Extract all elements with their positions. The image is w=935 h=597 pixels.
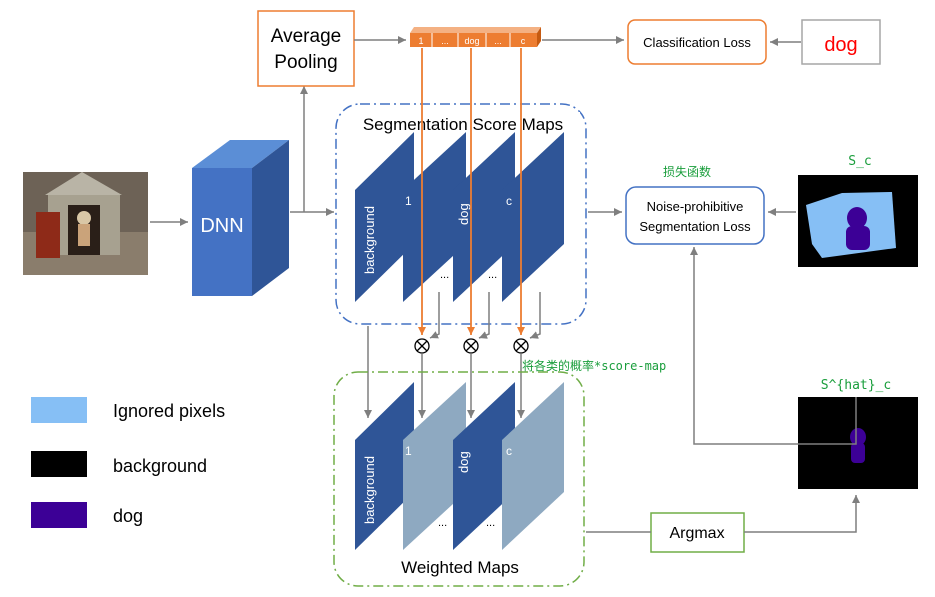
class-probability-vector: 1 ... dog ... c	[410, 27, 541, 47]
multiply-icon	[463, 338, 479, 354]
classification-loss-label: Classification Loss	[643, 35, 751, 50]
score-map-label-c: c	[506, 194, 512, 208]
score-map-label-background: background	[362, 206, 377, 274]
score-map-panels: background 1 dog c ... ...	[355, 132, 564, 302]
np-loss-line2: Segmentation Loss	[639, 219, 751, 234]
score-maps-container: Segmentation Score Maps	[335, 103, 587, 325]
weighted-maps-container: Weighted Maps	[333, 371, 585, 587]
np-loss-line1: Noise-prohibitive	[647, 199, 744, 214]
score-maps-title: Segmentation Score Maps	[363, 115, 563, 134]
dog-label-text: dog	[824, 34, 857, 56]
legend-label-background: background	[113, 456, 207, 476]
dnn-block: DNN	[192, 140, 289, 296]
average-pooling-line2: Pooling	[274, 52, 337, 73]
score-map-1	[403, 132, 466, 302]
vector-cell-dog: dog	[464, 36, 479, 46]
multiply-operators	[414, 338, 529, 354]
probability-annotation: 将各类的概率*score-map	[522, 358, 666, 373]
legend: Ignored pixels background dog	[31, 397, 225, 528]
shat-mask-image	[798, 397, 918, 489]
weighted-map-label-1: 1	[405, 444, 412, 458]
legend-swatch-ignored	[31, 397, 87, 423]
weighted-map-ellipsis-2: ...	[486, 517, 495, 529]
argmax-label: Argmax	[669, 525, 724, 542]
weighted-map-c	[502, 382, 564, 550]
legend-swatch-dog	[31, 502, 87, 528]
score-map-ellipsis-2: ...	[488, 269, 497, 281]
weighted-map-label-c: c	[506, 444, 512, 458]
shat-label: S^{hat}_c	[821, 378, 891, 393]
average-pooling-line1: Average	[271, 26, 341, 47]
score-map-background	[355, 132, 414, 302]
weighted-map-1	[403, 382, 466, 550]
multiply-icon	[513, 338, 529, 354]
input-image	[23, 172, 148, 275]
weighted-map-panels: background 1 dog c ... ...	[355, 382, 564, 550]
average-pooling-box: Average Pooling	[257, 10, 355, 87]
sc-mask-image	[798, 175, 918, 267]
legend-swatch-background	[31, 451, 87, 477]
loss-function-chinese-label: 损失函数	[663, 164, 711, 179]
sc-label: S_c	[848, 154, 871, 169]
score-map-ellipsis-1: ...	[440, 269, 449, 281]
dnn-label: DNN	[200, 215, 243, 237]
vector-cell-ellipsis-1: ...	[441, 36, 449, 46]
dog-label-box: dog	[801, 19, 881, 65]
vector-cell-c: c	[521, 36, 526, 46]
classification-loss-box: Classification Loss	[627, 19, 767, 65]
vector-cell-1: 1	[418, 36, 423, 46]
legend-label-ignored: Ignored pixels	[113, 401, 225, 421]
weighted-map-background	[355, 382, 414, 550]
score-map-label-1: 1	[405, 194, 412, 208]
score-map-label-dog: dog	[456, 203, 471, 225]
weighted-maps-title: Weighted Maps	[401, 558, 519, 577]
score-map-dog	[453, 132, 515, 302]
multiply-icon	[414, 338, 430, 354]
weighted-map-label-dog: dog	[456, 451, 471, 473]
score-map-c	[502, 132, 564, 302]
weighted-map-label-background: background	[362, 456, 377, 524]
vector-cell-ellipsis-2: ...	[494, 36, 502, 46]
np-segmentation-loss-box: Noise-prohibitive Segmentation Loss	[625, 186, 765, 245]
legend-label-dog: dog	[113, 506, 143, 526]
weighted-map-ellipsis-1: ...	[438, 517, 447, 529]
argmax-box: Argmax	[650, 512, 745, 553]
weighted-map-dog	[453, 382, 515, 550]
